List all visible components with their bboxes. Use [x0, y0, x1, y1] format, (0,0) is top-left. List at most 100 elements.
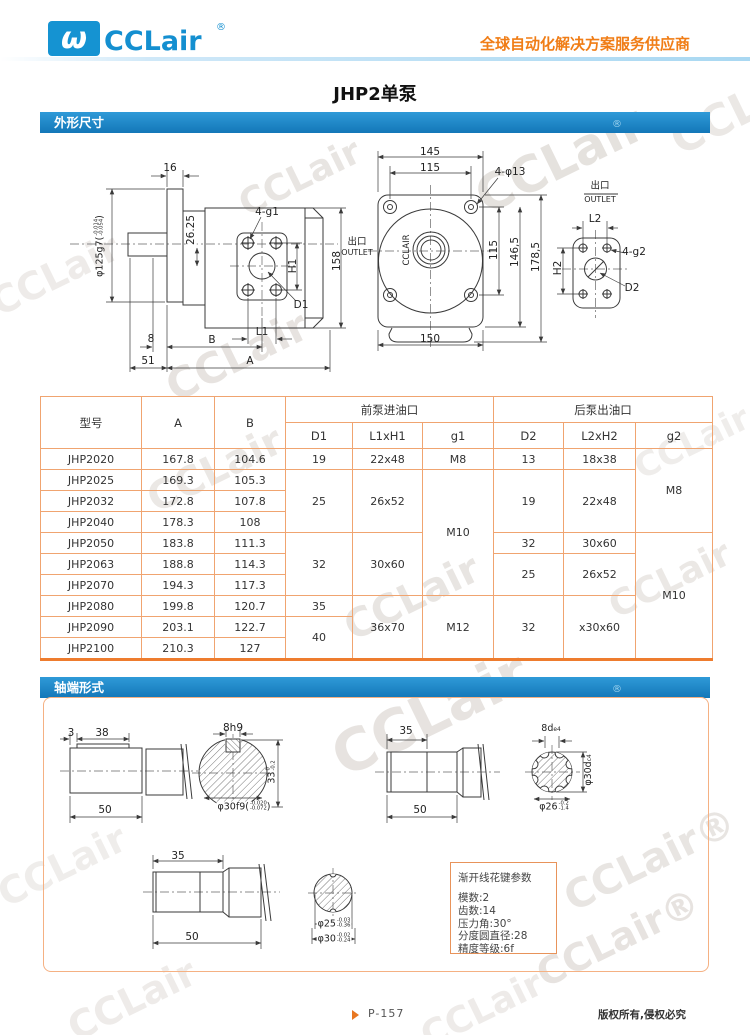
table-cell: 32 — [285, 532, 353, 596]
dim-label: 3 — [67, 726, 75, 739]
dim-label: 35 — [399, 724, 413, 737]
dim-label: H2 — [551, 260, 564, 276]
table-cell: M8 — [635, 448, 713, 533]
shaft-section-box — [43, 697, 709, 972]
dim-label: 出口 — [347, 236, 367, 248]
table-cell: 25 — [493, 553, 564, 596]
spline-item: 分度圆直径:28 — [458, 930, 528, 943]
page-number: P-157 — [368, 1007, 405, 1020]
table-cell: 40 — [285, 616, 353, 660]
dim-label: 4-g1 — [255, 205, 279, 218]
table-cell: JHP2090 — [40, 616, 142, 638]
dim-label: 35 — [171, 849, 185, 862]
dim-label: OUTLET — [584, 195, 616, 204]
header-tagline: 全球自动化解决方案服务供应商 — [479, 35, 690, 53]
dim-label: 4-g2 — [622, 245, 646, 258]
dim-label: H1 — [286, 258, 299, 274]
sub-header: D2 — [493, 422, 564, 449]
dim-label: 26.25 — [184, 213, 197, 247]
dim-label: φ25-0.03-0.36 — [316, 917, 352, 930]
table-cell: 32 — [493, 595, 564, 660]
dim-label: CCLAIR — [401, 234, 412, 266]
dim-label: 38 — [95, 726, 109, 739]
sub-header: g2 — [635, 422, 713, 449]
table-cell: 36x70 — [352, 595, 423, 660]
dim-label: 115 — [419, 161, 441, 174]
table-cell: 210.3 — [141, 637, 215, 660]
dim-label: 150 — [419, 332, 441, 345]
brand-logo: ω — [48, 21, 100, 56]
header-divider — [0, 57, 750, 61]
dim-label: 4-φ13 — [494, 165, 526, 178]
table-cell: 127 — [214, 637, 286, 660]
dim-label: 50 — [98, 803, 112, 816]
registered-mark: ® — [612, 684, 622, 695]
table-cell: 26x52 — [563, 553, 636, 596]
dim-label: L2 — [588, 212, 602, 225]
table-cell: M10 — [635, 532, 713, 660]
dim-label: φ30-0.02-0.24 — [316, 932, 352, 945]
section-bar-dimensions: 外形尺寸® — [40, 112, 710, 133]
table-cell: 13 — [493, 448, 564, 470]
table-cell: 169.3 — [141, 469, 215, 491]
dim-label: D2 — [624, 281, 640, 294]
table-cell: 114.3 — [214, 553, 286, 575]
table-cell: M10 — [422, 469, 494, 596]
dim-label: 178,5 — [529, 241, 542, 273]
table-cell: x30x60 — [563, 595, 636, 660]
spline-title: 渐开线花键参数 — [458, 872, 532, 884]
dim-label: D1 — [293, 298, 309, 311]
table-cell: 25 — [285, 469, 353, 533]
sub-header: L1xH1 — [352, 422, 423, 449]
table-cell: 183.8 — [141, 532, 215, 554]
section-title-shaft: 轴端形式 — [54, 680, 105, 695]
dim-label: L1 — [255, 325, 269, 338]
section-bar-shaft: 轴端形式 ® — [40, 677, 710, 698]
dim-label: 16 — [163, 161, 177, 174]
table-cell: JHP2070 — [40, 574, 142, 596]
dim-label: 115 — [487, 239, 500, 261]
table-cell: 22x48 — [563, 469, 636, 533]
sub-header: D1 — [285, 422, 353, 449]
brand-name: CCLair — [104, 26, 202, 57]
dim-label: 出口 — [590, 180, 610, 192]
table-cell: 22x48 — [352, 448, 423, 470]
dim-label: 8 — [147, 332, 155, 345]
dim-label: 145 — [419, 145, 441, 158]
dim-label: φ26-0.2-1.4 — [538, 800, 570, 813]
table-cell: 30x60 — [352, 532, 423, 596]
dim-label: 146,5 — [508, 236, 521, 268]
col-header: 型号 — [40, 396, 142, 449]
table-cell: JHP2080 — [40, 595, 142, 617]
sub-header: L2xH2 — [563, 422, 636, 449]
dim-label: OUTLET — [341, 248, 373, 257]
table-cell: 107.8 — [214, 490, 286, 512]
spline-item: 模数:2 — [458, 892, 490, 904]
copyright-text: 版权所有,侵权必究 — [598, 1009, 686, 1021]
footer-arrow-icon — [352, 1010, 359, 1020]
brand-registered-mark: ® — [216, 22, 226, 33]
dim-label: φ30f9(-0.020-0.072) — [216, 800, 272, 813]
group-header: 前泵进油口 — [285, 396, 494, 423]
dim-label: B — [208, 333, 216, 346]
spline-item: 齿数:14 — [458, 904, 496, 917]
dim-label: A — [246, 354, 254, 367]
section-title-dimensions: 外形尺寸 — [54, 115, 105, 130]
spline-item: 压力角:30° — [458, 917, 512, 930]
logo-glyph: ω — [60, 21, 88, 56]
table-cell: 188.8 — [141, 553, 215, 575]
dim-label: 50 — [185, 930, 199, 943]
dim-label: 50 — [413, 803, 427, 816]
